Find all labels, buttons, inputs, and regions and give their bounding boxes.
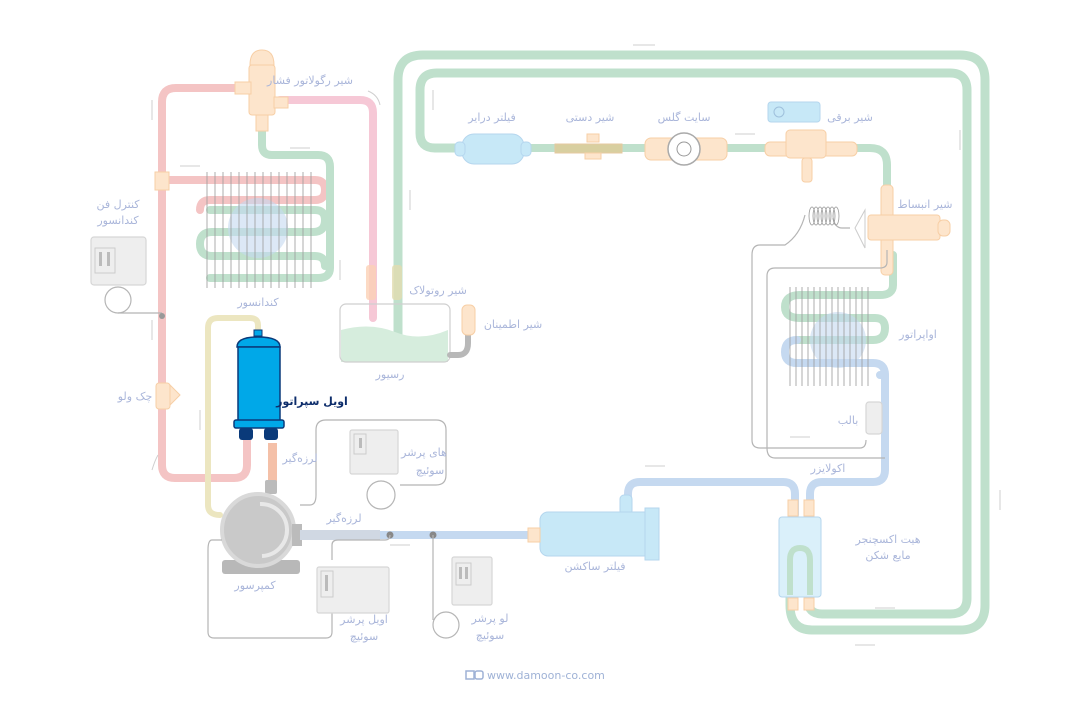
- suction-line-evap: [806, 371, 889, 519]
- label-high-pressure-switch-2: سوئیچ: [416, 464, 444, 477]
- label-condenser-fan-control-2: کندانسور: [96, 214, 139, 227]
- expansion-valve: [751, 184, 951, 459]
- suction-line-hx: [624, 478, 799, 519]
- label-manual-valve: شیر دستی: [566, 111, 615, 124]
- manual-valve: [554, 133, 623, 160]
- capillary-coil: [808, 206, 816, 226]
- condenser-fan-icon: [228, 198, 288, 258]
- capillary-coil: [820, 206, 828, 226]
- label-expansion-valve: شیر انبساط: [898, 198, 953, 211]
- footer-logo: [465, 670, 484, 680]
- label-vibration-absorber-2: لرزه‌گیر: [325, 512, 361, 525]
- capillary-coil: [832, 206, 840, 226]
- label-equalizer: اکولایزر: [810, 462, 846, 475]
- capillary-coil: [828, 206, 836, 226]
- label-heat-exchanger-2: مایع شکن: [865, 549, 910, 562]
- label-pressure-regulator: شیر رگولاتور فشار: [266, 74, 353, 87]
- label-suction-filter: فیلتر ساکشن: [564, 560, 625, 573]
- oil-separator: [233, 329, 285, 440]
- hot-gas-bypass-line: [276, 96, 377, 322]
- liquid-line-outer: [393, 50, 990, 635]
- label-sight-glass: سایت گلس: [658, 111, 711, 124]
- solenoid-valve: [764, 101, 858, 183]
- evaporator-feed-line: [796, 251, 897, 299]
- capillary-coil: [816, 206, 824, 226]
- heat-exchanger: [778, 499, 822, 611]
- vibration-absorber-discharge: [268, 443, 277, 483]
- flow-arrows: [151, 44, 1001, 646]
- low-pressure-switch: [432, 535, 493, 639]
- liquid-line: [526, 144, 891, 194]
- capillary-coil: [812, 206, 820, 226]
- sight-glass: [644, 132, 728, 166]
- liquid-line-inner: [415, 68, 972, 619]
- label-low-pressure-switch: لو پرشر: [471, 612, 509, 625]
- label-high-pressure-switch: های پرشر: [400, 446, 447, 459]
- label-solenoid-valve: شیر برقی: [827, 111, 873, 124]
- suction-filter: [527, 494, 660, 561]
- safety-valve: [461, 304, 476, 336]
- label-vibration-absorber-1: لرزه‌گیر: [281, 452, 317, 465]
- condenser-inlet: [161, 176, 329, 214]
- label-receiver: رسیور: [375, 368, 405, 381]
- filter-drier: [454, 133, 532, 165]
- condenser-outlet-line: [206, 126, 334, 282]
- label-low-pressure-switch-2: سوئیچ: [476, 629, 504, 642]
- oil-return-line: [205, 315, 261, 518]
- label-check-valve: چک ولو: [117, 390, 153, 403]
- label-heat-exchanger: هیت اکسچنجر: [854, 533, 920, 546]
- condenser-fan-control-switch: [90, 236, 165, 319]
- label-safety-valve: شیر اطمینان: [484, 318, 542, 331]
- label-condenser: کندانسور: [236, 296, 279, 309]
- condenser: [206, 172, 312, 288]
- pressure-regulator-valve: [234, 49, 289, 132]
- label-filter-drier: فیلتر درایر: [467, 111, 516, 124]
- condenser-coil-green: [196, 206, 329, 270]
- high-pressure-switch: [300, 419, 447, 510]
- label-oil-pressure-switch-2: سوئیچ: [350, 630, 378, 643]
- vibration-absorber-suction: [300, 530, 380, 540]
- oil-pressure-switch: [207, 534, 391, 639]
- label-oil-pressure-switch: اویل پرشر: [339, 613, 388, 626]
- bulb: [865, 401, 883, 435]
- discharge-line: [158, 84, 251, 482]
- label-bulb: بالب: [838, 414, 859, 427]
- evaporator: [781, 287, 889, 386]
- receiver: [339, 265, 476, 363]
- label-evaporator: اواپراتور: [898, 328, 937, 341]
- label-compressor: کمپرسور: [233, 579, 276, 592]
- compressor: [220, 480, 302, 574]
- check-valve: [155, 382, 181, 410]
- capillary-coil: [824, 206, 832, 226]
- label-condenser-fan-control: کنترل فن: [96, 198, 140, 211]
- website-link[interactable]: www.damoon-co.com: [487, 669, 605, 682]
- label-oil-separator: اویل سپراتور: [275, 395, 348, 408]
- label-rotolock-valve: شیر روتولاک: [409, 284, 467, 297]
- condenser-tee-fitting: [154, 171, 170, 191]
